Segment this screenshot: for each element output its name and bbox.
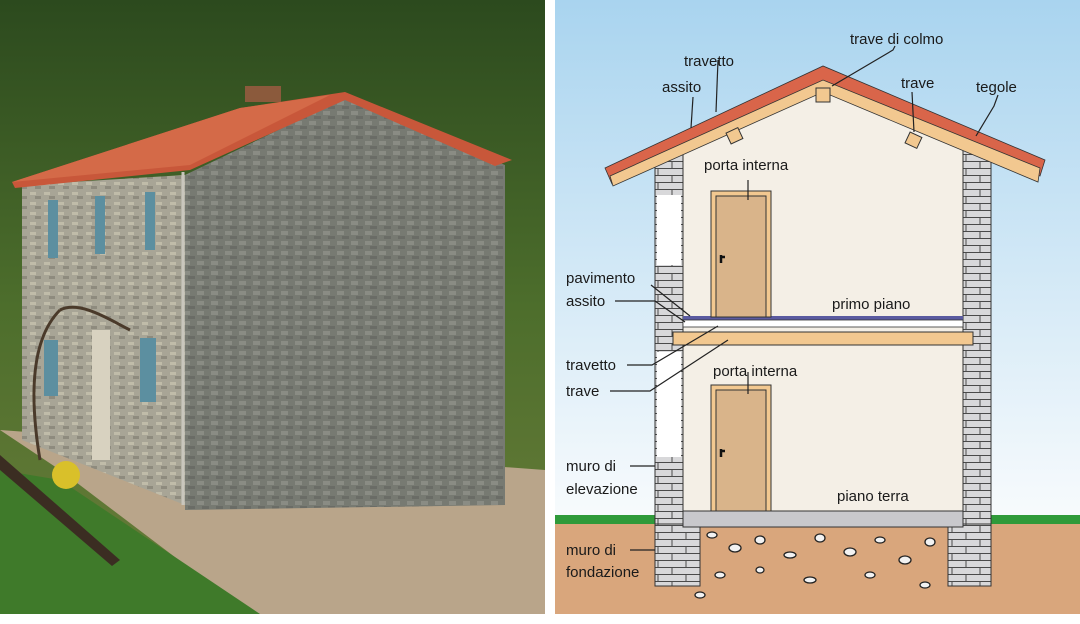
leader-lines [610, 45, 999, 551]
grass-foreground [0, 470, 260, 614]
ridge-beam [815, 87, 831, 103]
label-assito-floor: assito [566, 293, 605, 310]
label-muro-elevazione-1: muro di [566, 458, 616, 475]
first-floor-assito [682, 319, 964, 328]
left-foundation-wall [654, 523, 701, 587]
yellow-flowers [52, 461, 80, 489]
label-travetto-floor: travetto [566, 357, 616, 374]
stone-house-photo [0, 0, 545, 614]
first-floor-beam [672, 331, 974, 346]
roof-beam-right [904, 131, 923, 150]
label-trave-floor: trave [566, 383, 599, 400]
tree-trunk [0, 455, 120, 566]
label-piano-terra: piano terra [837, 488, 909, 505]
gravel-foundation [694, 531, 936, 599]
left-wall-window [657, 195, 681, 265]
label-muro-fondazione-2: fondazione [566, 564, 639, 581]
roof-tiles [12, 95, 330, 182]
upper-interior-door [710, 190, 772, 318]
label-tegole: tegole [976, 79, 1017, 96]
label-muro-fondazione-1: muro di [566, 542, 616, 559]
first-floor-pavement [683, 316, 963, 320]
roof-beam-left [725, 126, 744, 145]
lower-interior-door [710, 384, 772, 512]
label-assito-roof: assito [662, 79, 701, 96]
windows [44, 192, 156, 402]
label-porta-interna-lower: porta interna [713, 363, 798, 380]
label-travetto-roof: travetto [684, 53, 734, 70]
chimney [245, 86, 281, 102]
label-pavimento: pavimento [566, 270, 635, 287]
roof-timber [609, 79, 1041, 187]
gable-wall [185, 98, 505, 510]
label-trave-di-colmo: trave di colmo [850, 31, 943, 48]
label-porta-interna-upper: porta interna [704, 157, 789, 174]
label-primo-piano: primo piano [832, 296, 910, 313]
vine [32, 305, 131, 461]
side-door [92, 330, 110, 460]
left-wall-window-lower [657, 352, 681, 457]
label-muro-elevazione-2: elevazione [566, 481, 638, 498]
ground-floor-slab [682, 510, 964, 528]
right-foundation-wall [947, 523, 992, 587]
label-trave-roof: trave [901, 75, 934, 92]
